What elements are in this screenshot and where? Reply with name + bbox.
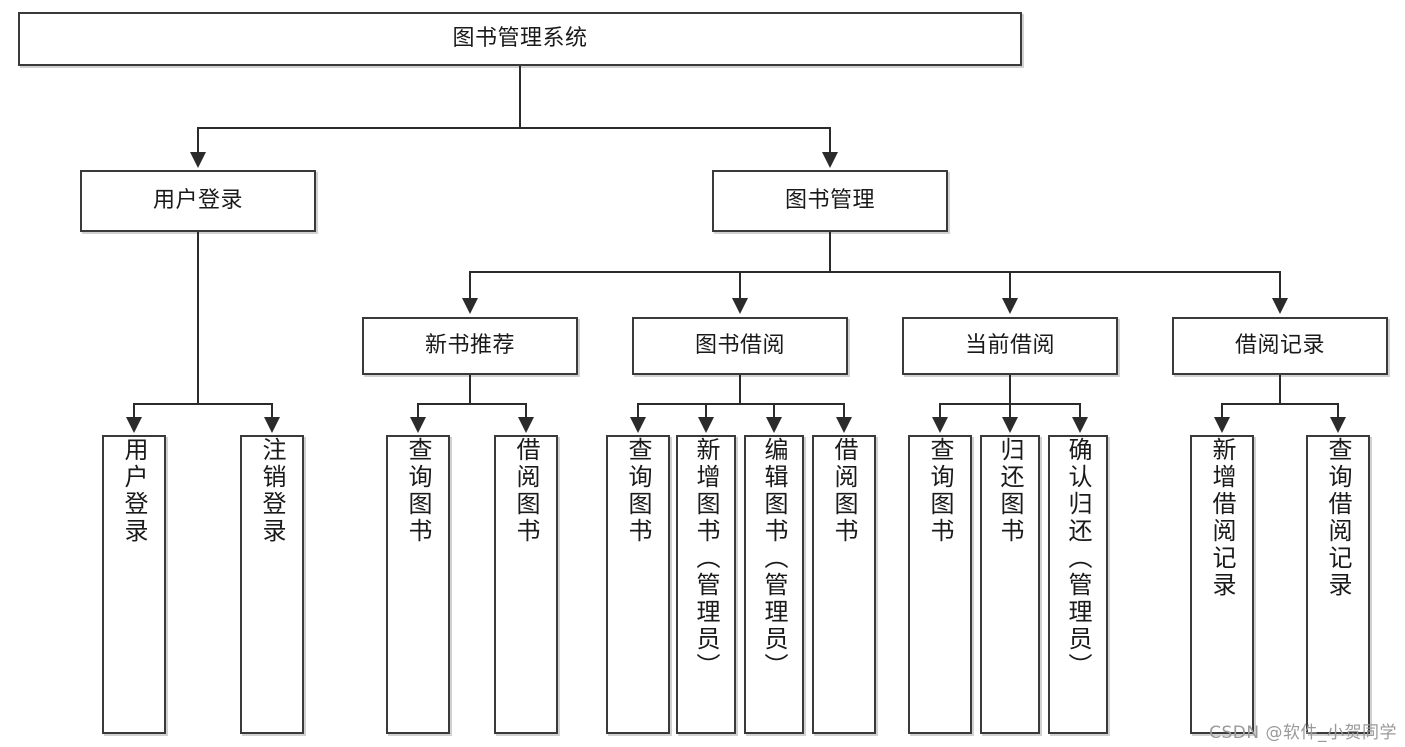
node-book-borrow[interactable]: 图书借阅 bbox=[632, 317, 848, 375]
arrow-bm-to-borrow-record bbox=[1272, 298, 1288, 314]
node-leaf-query-book-3[interactable]: 查询图书 bbox=[908, 435, 972, 734]
node-root[interactable]: 图书管理系统 bbox=[18, 12, 1022, 66]
connector-user-login-stem bbox=[197, 232, 199, 404]
node-leaf-borrow-book-1[interactable]: 借阅图书 bbox=[494, 435, 558, 734]
arrow-new-book-to-leaf-2 bbox=[518, 417, 534, 433]
node-new-book-recommend[interactable]: 新书推荐 bbox=[362, 317, 578, 375]
node-leaf-add-record-label: 新增借阅记录 bbox=[1208, 437, 1236, 599]
connector-bm-to-new-book bbox=[469, 271, 471, 299]
node-root-label: 图书管理系统 bbox=[452, 26, 588, 52]
node-borrow-record[interactable]: 借阅记录 bbox=[1172, 317, 1388, 375]
arrow-br-to-leaf-2 bbox=[1330, 417, 1346, 433]
node-leaf-borrow-book-2[interactable]: 借阅图书 bbox=[812, 435, 876, 734]
node-leaf-add-record[interactable]: 新增借阅记录 bbox=[1190, 435, 1254, 734]
connector-bb-to-leaf-2 bbox=[705, 403, 707, 418]
connector-bm-to-current-borrow bbox=[1009, 271, 1011, 299]
node-leaf-edit-book-label: 编辑图书（管理员） bbox=[760, 437, 788, 680]
node-leaf-query-book-1-label: 查询图书 bbox=[404, 437, 432, 545]
node-current-borrow[interactable]: 当前借阅 bbox=[902, 317, 1118, 375]
arrow-bb-to-leaf-2 bbox=[698, 417, 714, 433]
connector-bm-to-borrow-record bbox=[1279, 271, 1281, 299]
arrow-root-to-book-management bbox=[822, 152, 838, 168]
connector-user-login-bus bbox=[133, 403, 273, 405]
node-leaf-logout-login-label: 注销登录 bbox=[258, 437, 286, 545]
connector-new-book-stem bbox=[469, 375, 471, 404]
connector-br-to-leaf-2 bbox=[1337, 403, 1339, 418]
arrow-bm-to-new-book bbox=[462, 298, 478, 314]
arrow-br-to-leaf-1 bbox=[1214, 417, 1230, 433]
connector-current-borrow-stem bbox=[1009, 375, 1011, 404]
connector-bm-to-book-borrow bbox=[739, 271, 741, 299]
connector-borrow-record-stem bbox=[1279, 375, 1281, 404]
node-leaf-query-book-1[interactable]: 查询图书 bbox=[386, 435, 450, 734]
node-leaf-query-record[interactable]: 查询借阅记录 bbox=[1306, 435, 1370, 734]
connector-bb-to-leaf-3 bbox=[773, 403, 775, 418]
node-leaf-confirm-return[interactable]: 确认归还（管理员） bbox=[1048, 435, 1108, 734]
node-current-borrow-label: 当前借阅 bbox=[964, 333, 1055, 359]
connector-cb-to-leaf-2 bbox=[1009, 403, 1011, 418]
arrow-bb-to-leaf-3 bbox=[766, 417, 782, 433]
connector-root-to-book-management bbox=[829, 127, 831, 153]
connector-br-to-leaf-1 bbox=[1221, 403, 1223, 418]
connector-new-book-to-leaf-1 bbox=[417, 403, 419, 418]
arrow-bm-to-current-borrow bbox=[1002, 298, 1018, 314]
connector-root-to-user-login bbox=[197, 127, 199, 153]
connector-new-book-to-leaf-2 bbox=[525, 403, 527, 418]
connector-root-stem bbox=[519, 66, 521, 128]
node-user-login[interactable]: 用户登录 bbox=[80, 170, 316, 232]
node-leaf-return-book-label: 归还图书 bbox=[996, 437, 1024, 545]
arrow-cb-to-leaf-3 bbox=[1072, 417, 1088, 433]
watermark-text: CSDN @软件_小贺同学 bbox=[1209, 723, 1397, 743]
connector-root-bus bbox=[197, 127, 831, 129]
node-leaf-query-record-label: 查询借阅记录 bbox=[1324, 437, 1352, 599]
node-leaf-add-book[interactable]: 新增图书（管理员） bbox=[676, 435, 736, 734]
arrow-root-to-user-login bbox=[190, 152, 206, 168]
arrow-bb-to-leaf-4 bbox=[836, 417, 852, 433]
node-leaf-user-login-label: 用户登录 bbox=[120, 437, 148, 545]
node-leaf-return-book[interactable]: 归还图书 bbox=[980, 435, 1040, 734]
node-leaf-user-login[interactable]: 用户登录 bbox=[102, 435, 166, 734]
arrow-cb-to-leaf-1 bbox=[932, 417, 948, 433]
connector-user-login-to-leaf-2 bbox=[271, 403, 273, 418]
node-leaf-confirm-return-label: 确认归还（管理员） bbox=[1064, 437, 1092, 680]
connector-book-management-bus bbox=[469, 271, 1281, 273]
node-new-book-recommend-label: 新书推荐 bbox=[424, 333, 515, 359]
arrow-bm-to-book-borrow bbox=[732, 298, 748, 314]
arrow-cb-to-leaf-2 bbox=[1002, 417, 1018, 433]
arrow-user-login-to-leaf-1 bbox=[126, 417, 142, 433]
node-leaf-query-book-2-label: 查询图书 bbox=[624, 437, 652, 545]
connector-bb-to-leaf-4 bbox=[843, 403, 845, 418]
node-leaf-borrow-book-1-label: 借阅图书 bbox=[512, 437, 540, 545]
node-borrow-record-label: 借阅记录 bbox=[1234, 333, 1325, 359]
arrow-user-login-to-leaf-2 bbox=[264, 417, 280, 433]
connector-book-borrow-stem bbox=[739, 375, 741, 404]
node-leaf-edit-book[interactable]: 编辑图书（管理员） bbox=[744, 435, 804, 734]
arrow-new-book-to-leaf-1 bbox=[410, 417, 426, 433]
connector-cb-to-leaf-3 bbox=[1079, 403, 1081, 418]
node-book-management-label: 图书管理 bbox=[784, 188, 875, 214]
connector-borrow-record-bus bbox=[1221, 403, 1339, 405]
connector-bb-to-leaf-1 bbox=[637, 403, 639, 418]
connector-user-login-to-leaf-1 bbox=[133, 403, 135, 418]
node-book-borrow-label: 图书借阅 bbox=[694, 333, 785, 359]
connector-book-management-stem bbox=[829, 232, 831, 272]
node-leaf-logout-login[interactable]: 注销登录 bbox=[240, 435, 304, 734]
node-user-login-label: 用户登录 bbox=[152, 188, 243, 214]
arrow-bb-to-leaf-1 bbox=[630, 417, 646, 433]
node-leaf-add-book-label: 新增图书（管理员） bbox=[692, 437, 720, 680]
node-book-management[interactable]: 图书管理 bbox=[712, 170, 948, 232]
node-leaf-query-book-2[interactable]: 查询图书 bbox=[606, 435, 670, 734]
node-leaf-borrow-book-2-label: 借阅图书 bbox=[830, 437, 858, 545]
connector-book-borrow-bus bbox=[637, 403, 845, 405]
node-leaf-query-book-3-label: 查询图书 bbox=[926, 437, 954, 545]
connector-cb-to-leaf-1 bbox=[939, 403, 941, 418]
connector-new-book-bus bbox=[417, 403, 527, 405]
